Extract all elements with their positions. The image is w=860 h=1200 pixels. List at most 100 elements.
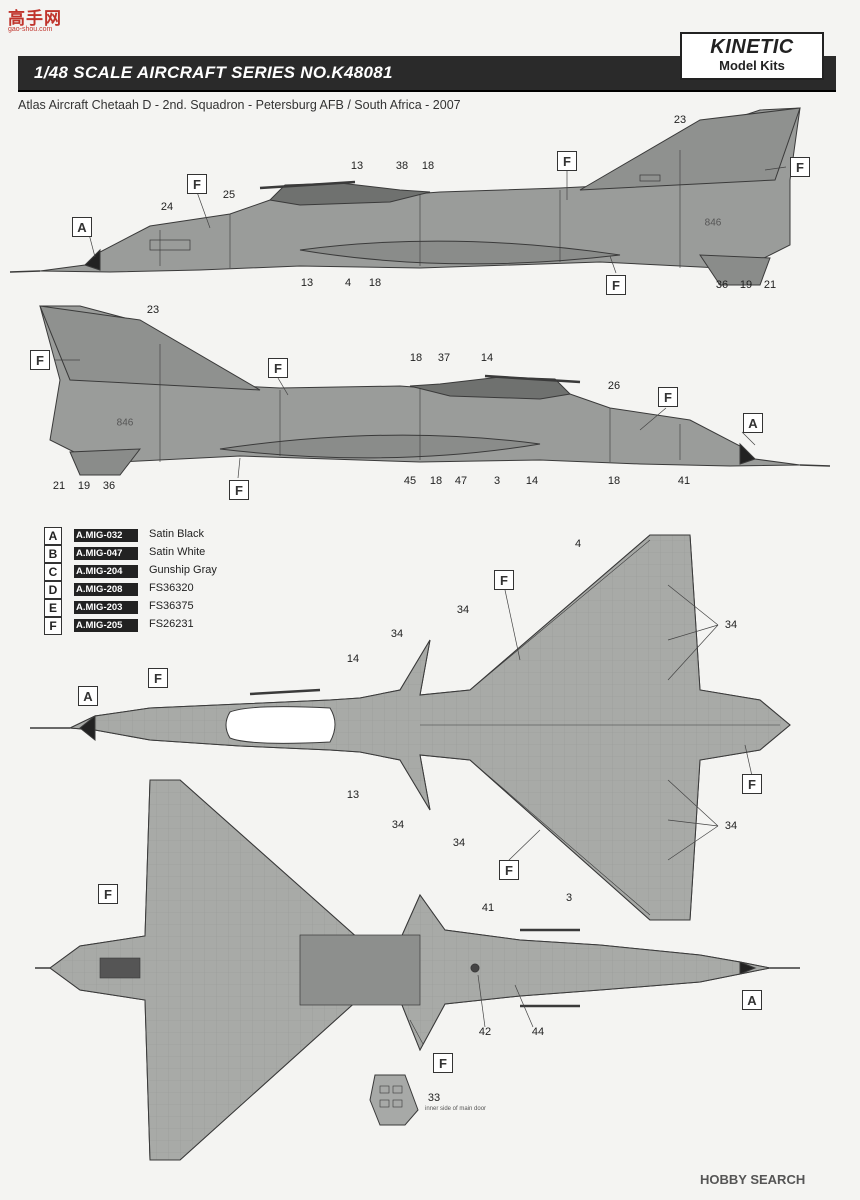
legend-row: D A.MIG-208 FS36320 bbox=[44, 581, 264, 599]
legend-letter: E bbox=[44, 599, 62, 617]
view1-color-box-a: A bbox=[72, 217, 92, 237]
view1-color-box-f: F bbox=[606, 275, 626, 295]
view1-callout: 38 bbox=[395, 160, 409, 172]
legend-row: A A.MIG-032 Satin Black bbox=[44, 527, 264, 545]
view2-callout: 26 bbox=[607, 380, 621, 392]
view2-callout: 18 bbox=[429, 475, 443, 487]
side-view-left bbox=[9, 107, 801, 286]
legend-name: FS36375 bbox=[149, 600, 194, 612]
paint-legend: A A.MIG-032 Satin Black B A.MIG-047 Sati… bbox=[44, 527, 264, 635]
view3-callout: 34 bbox=[456, 604, 470, 616]
view2-callout: 3 bbox=[493, 475, 501, 487]
view3-color-box-f: F bbox=[148, 668, 168, 688]
top-view bbox=[30, 534, 791, 921]
legend-code: A.MIG-208 bbox=[74, 583, 138, 596]
legend-letter: D bbox=[44, 581, 62, 599]
view1-callout: 19 bbox=[739, 279, 753, 291]
view1-color-box-f: F bbox=[557, 151, 577, 171]
legend-code: A.MIG-047 bbox=[74, 547, 138, 560]
kinetic-logo: KINETIC Model Kits bbox=[680, 32, 824, 80]
footer-text: HOBBY SEARCH bbox=[700, 1172, 806, 1187]
legend-row: F A.MIG-205 FS26231 bbox=[44, 617, 264, 635]
legend-letter: F bbox=[44, 617, 62, 635]
bottom-view bbox=[35, 779, 800, 1161]
view2-serial: 846 bbox=[116, 417, 134, 429]
view2-callout: 18 bbox=[409, 352, 423, 364]
legend-code: A.MIG-203 bbox=[74, 601, 138, 614]
view2-callout: 36 bbox=[102, 480, 116, 492]
view1-color-box-f: F bbox=[187, 174, 207, 194]
view1-serial: 846 bbox=[704, 217, 722, 229]
leader-lines bbox=[55, 166, 787, 1045]
view1-callout: 18 bbox=[368, 277, 382, 289]
view1-callout: 24 bbox=[160, 201, 174, 213]
view1-callout: 25 bbox=[222, 189, 236, 201]
view2-callout: 21 bbox=[52, 480, 66, 492]
view1-callout: 18 bbox=[421, 160, 435, 172]
logo-brand: KINETIC bbox=[710, 36, 794, 58]
view2-callout: 19 bbox=[77, 480, 91, 492]
legend-row: C A.MIG-204 Gunship Gray bbox=[44, 563, 264, 581]
view4-callout: 33 bbox=[427, 1092, 441, 1104]
view3-color-box-a: A bbox=[78, 686, 98, 706]
view3-callout: 34 bbox=[390, 628, 404, 640]
watermark-logo: 高手网 gao-shou.com bbox=[4, 4, 74, 34]
legend-code: A.MIG-204 bbox=[74, 565, 138, 578]
aircraft-subtitle: Atlas Aircraft Chetaah D - 2nd. Squadron… bbox=[18, 98, 461, 112]
view2-color-box-f: F bbox=[229, 480, 249, 500]
view1-callout: 23 bbox=[673, 114, 687, 126]
view3-callout: 34 bbox=[452, 837, 466, 849]
view3-callout: 34 bbox=[391, 819, 405, 831]
view2-callout: 41 bbox=[677, 475, 691, 487]
view2-color-box-f: F bbox=[658, 387, 678, 407]
view2-color-box-a: A bbox=[743, 413, 763, 433]
view3-callout: 4 bbox=[574, 538, 582, 550]
view2-callout: 23 bbox=[146, 304, 160, 316]
view4-callout: 41 bbox=[481, 902, 495, 914]
view3-color-box-f: F bbox=[742, 774, 762, 794]
view2-color-box-f: F bbox=[268, 358, 288, 378]
view1-callout: 21 bbox=[763, 279, 777, 291]
view2-color-box-f: F bbox=[30, 350, 50, 370]
legend-name: FS36320 bbox=[149, 582, 194, 594]
legend-name: Gunship Gray bbox=[149, 564, 217, 576]
view3-color-box-f: F bbox=[494, 570, 514, 590]
view3-color-box-f: F bbox=[499, 860, 519, 880]
view4-callout: 44 bbox=[531, 1026, 545, 1038]
view4-inner-note: inner side of main door bbox=[425, 1106, 487, 1112]
view3-callout: 3 bbox=[565, 892, 573, 904]
view2-callout: 37 bbox=[437, 352, 451, 364]
legend-code: A.MIG-032 bbox=[74, 529, 138, 542]
view2-callout: 45 bbox=[403, 475, 417, 487]
view1-color-box-f: F bbox=[790, 157, 810, 177]
side-view-right bbox=[39, 305, 831, 476]
footer-hobbysearch: HOBBY SEARCH bbox=[700, 1172, 805, 1187]
view1-callout: 13 bbox=[300, 277, 314, 289]
view3-callout: 13 bbox=[346, 789, 360, 801]
view3-callout: 14 bbox=[346, 653, 360, 665]
view1-callout: 36 bbox=[715, 279, 729, 291]
legend-letter: C bbox=[44, 563, 62, 581]
legend-letter: A bbox=[44, 527, 62, 545]
view3-callout: 34 bbox=[724, 820, 738, 832]
page-title: 1/48 SCALE AIRCRAFT SERIES NO.K48081 bbox=[34, 63, 393, 82]
legend-row: E A.MIG-203 FS36375 bbox=[44, 599, 264, 617]
legend-row: B A.MIG-047 Satin White bbox=[44, 545, 264, 563]
legend-code: A.MIG-205 bbox=[74, 619, 138, 632]
view2-callout: 14 bbox=[480, 352, 494, 364]
legend-name: Satin White bbox=[149, 546, 206, 558]
view4-callout: 42 bbox=[478, 1026, 492, 1038]
view2-callout: 18 bbox=[607, 475, 621, 487]
view1-callout: 4 bbox=[344, 277, 352, 289]
view3-callout: 34 bbox=[724, 619, 738, 631]
legend-letter: B bbox=[44, 545, 62, 563]
view2-callout: 47 bbox=[454, 475, 468, 487]
view4-color-box-f: F bbox=[98, 884, 118, 904]
legend-name: FS26231 bbox=[149, 618, 194, 630]
logo-sub: Model Kits bbox=[719, 58, 785, 73]
view4-color-box-f: F bbox=[433, 1053, 453, 1073]
watermark-chars: 高手网 bbox=[8, 9, 62, 29]
view4-color-box-a: A bbox=[742, 990, 762, 1010]
watermark-url: gao-shou.com bbox=[8, 26, 53, 33]
